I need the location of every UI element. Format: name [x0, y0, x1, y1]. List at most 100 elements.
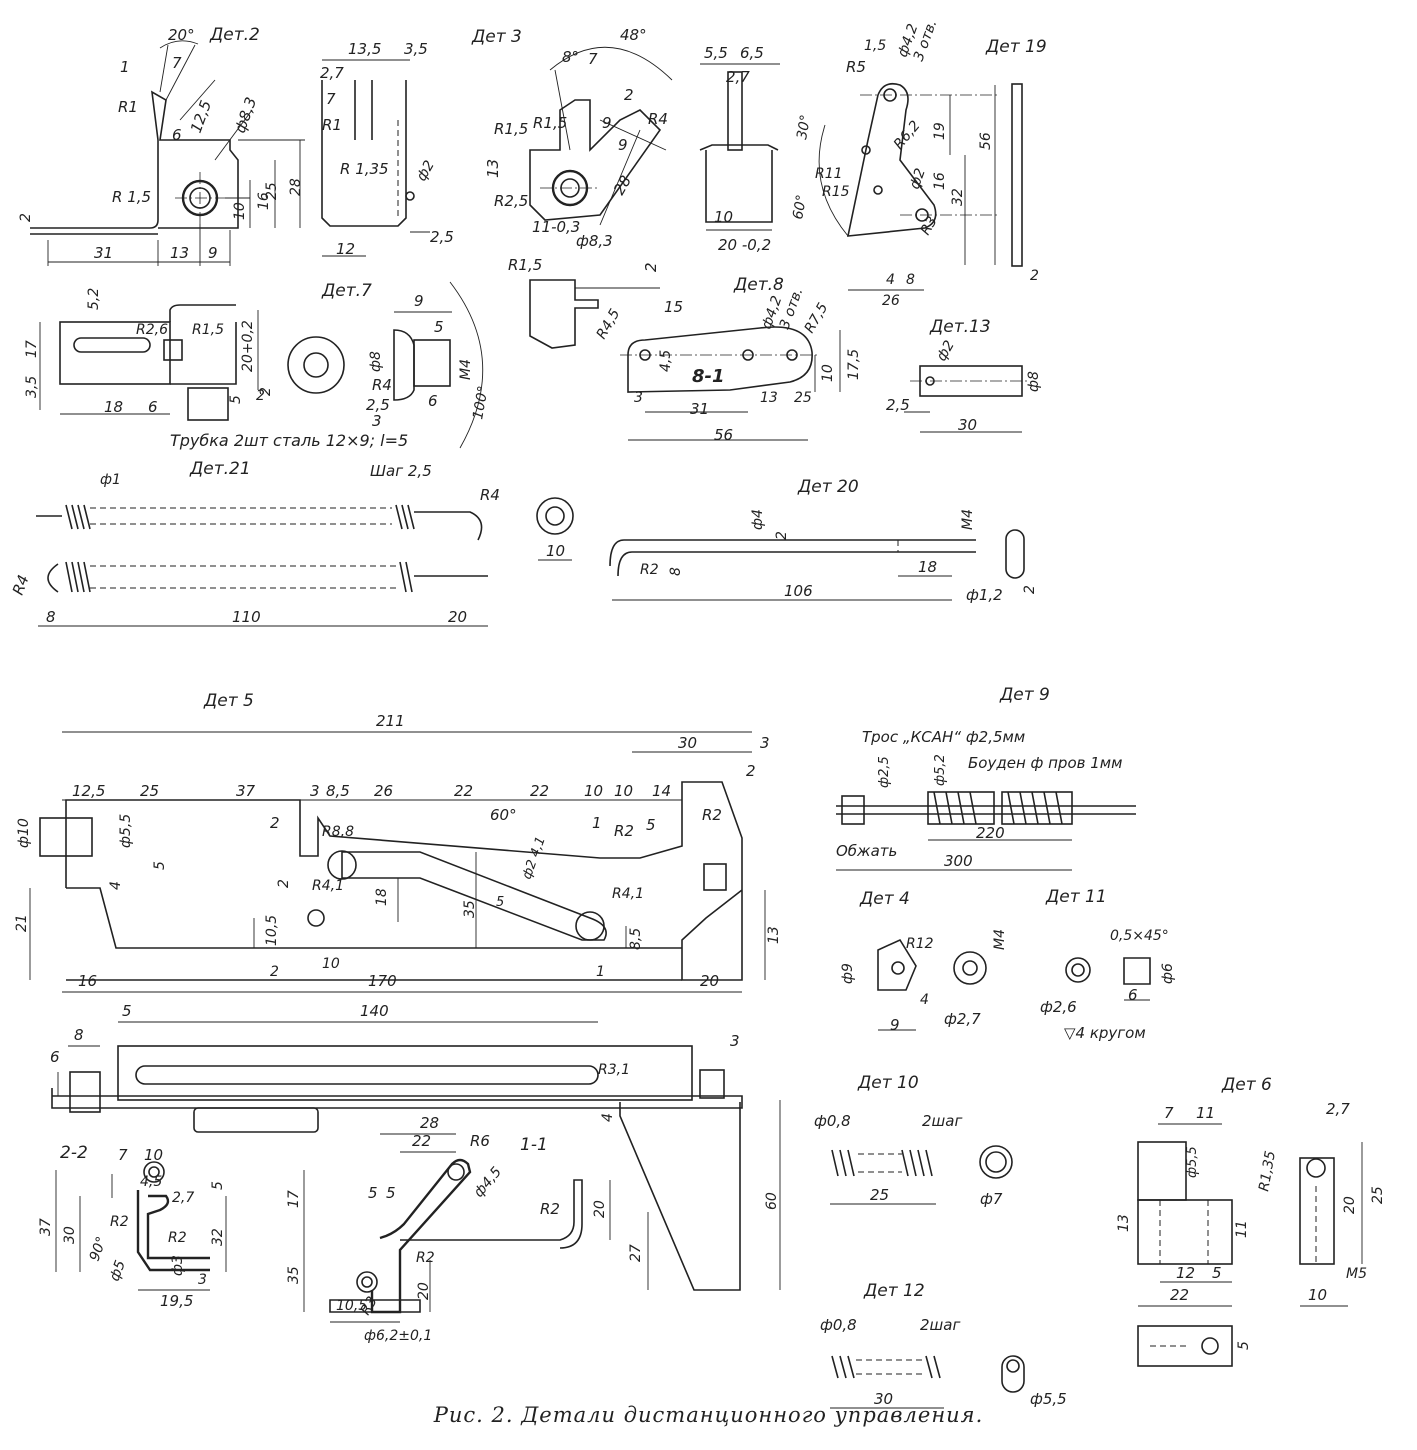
dim-label: 5	[368, 1184, 378, 1202]
part-5-title: Дет 5	[203, 691, 254, 711]
dim-label: 6	[50, 1048, 60, 1066]
dim-label: 35	[286, 1266, 302, 1284]
dim-label: 13	[766, 926, 782, 944]
part-8-drawing: Дет.8 15 ф4,2 3 отв. R7,5 R4,5 4,5 8-1 1…	[594, 275, 862, 444]
dim-label: R8,8	[322, 824, 354, 840]
dim-label: 18	[918, 558, 937, 576]
dim-label: ф4,5	[471, 1164, 505, 1201]
dim-label: R11	[815, 166, 843, 182]
dim-label: R3,1	[598, 1062, 630, 1078]
dim-label: 13	[170, 244, 189, 262]
dim-label: ф2,7	[944, 1010, 981, 1028]
dim-label: 17,5	[846, 349, 862, 380]
dim-label: R5	[846, 58, 866, 76]
dim-label: 30°	[794, 113, 814, 140]
section-2-2-title: 2-2	[60, 1143, 88, 1163]
dim-label: 2	[746, 762, 756, 780]
dim-label: 10,5	[336, 1298, 367, 1314]
dim-label: 5,2	[86, 288, 102, 310]
dim-label: 140	[360, 1002, 389, 1020]
dim-label: ф2	[907, 166, 929, 191]
dim-label: 60	[764, 1192, 780, 1210]
dim-label: 9	[618, 136, 628, 154]
dim-label: 32	[950, 188, 966, 206]
dim-label: 20	[700, 972, 719, 990]
dim-label: 7	[326, 90, 336, 108]
dim-label: 20 -0,2	[718, 236, 771, 254]
dim-label: ф2 4,1	[520, 835, 549, 882]
dim-label: R6,2	[891, 118, 924, 153]
part-11-title: Дет 11	[1045, 887, 1107, 907]
part-9-drawing: Дет 9 Трос „КСАН“ ф2,5мм ф2,5 ф5,2 Боуде…	[836, 685, 1136, 871]
dim-label: Боуден ф пров 1мм	[968, 754, 1122, 772]
dim-label: 30	[678, 734, 697, 752]
dim-label: R2	[702, 806, 722, 824]
dim-label: 20°	[168, 26, 195, 44]
dim-label: 20	[592, 1200, 608, 1218]
dim-label: 4,5	[658, 350, 674, 372]
dim-label: R2	[614, 822, 634, 840]
dim-label: 26	[374, 782, 393, 800]
dim-label: 10	[1308, 1286, 1327, 1304]
dim-label: 1,5	[864, 38, 886, 54]
dim-label: 2	[1030, 268, 1039, 284]
dim-label: 1	[596, 964, 605, 980]
dim-label: 18	[374, 888, 390, 906]
section-1-1-title: 1-1	[520, 1135, 548, 1155]
dim-label: Трос „КСАН“ ф2,5мм	[862, 728, 1025, 746]
dim-label: 25	[140, 782, 159, 800]
part-7-drawing: Дет.7 9 5 ф8 М4 R4 100° 2,5 6 3	[287, 281, 492, 449]
dim-label: 2,5	[430, 228, 454, 246]
dim-label: 6,5	[740, 44, 764, 62]
dim-label: 12,5	[72, 782, 105, 800]
part-4-drawing: Дет 4 R12 ф9 4 9 М4 ф2,7	[840, 889, 1008, 1034]
dim-label: 1	[120, 58, 130, 76]
dim-label: 9	[414, 292, 424, 310]
dim-label: 10	[322, 956, 340, 972]
dim-label: 2,5	[886, 396, 910, 414]
part-21-title: Дет.21	[189, 459, 251, 479]
dim-label: 2	[256, 388, 265, 404]
dim-label: 2	[270, 814, 280, 832]
dim-label: 2шаг	[922, 1112, 962, 1130]
dim-label: 7	[1164, 1104, 1174, 1122]
section-1-1-drawing: 1-1 28 22 R6 ф4,5 5 5 R2 17 35 R2 20 R3 …	[286, 1100, 781, 1344]
part-2-drawing: Дет.2 20° 7 1 R1 6 12,5 ф8,3 R 1,5 2 31 …	[18, 25, 305, 266]
dim-label: 9	[208, 244, 218, 262]
dim-label: 19	[932, 122, 948, 140]
dim-label: R 1,5	[112, 188, 151, 206]
dim-label: 8	[668, 567, 684, 576]
dim-label: ф1	[100, 472, 121, 488]
dim-label: 28	[610, 172, 635, 198]
dim-label: R2	[540, 1200, 560, 1218]
dim-label: R2	[640, 562, 659, 578]
dim-label: 20	[1342, 1196, 1358, 1214]
dim-label: 37	[38, 1218, 54, 1236]
dim-label: ф3	[170, 1255, 186, 1276]
part-20-drawing: Дет 20 ф4 М4 2 R2 8 18 106 ф1,2 2	[609, 477, 1038, 604]
dim-label: ф0,8	[814, 1112, 851, 1130]
dim-label: ф8	[1026, 371, 1042, 392]
dim-label: R6	[470, 1132, 490, 1150]
dim-label: 8,5	[326, 782, 350, 800]
part-21-end-view: 10	[536, 497, 574, 561]
part-8-title: Дет.8	[733, 275, 784, 295]
dim-label: 3	[372, 412, 382, 430]
dim-label: 6	[148, 398, 158, 416]
dim-label: R12	[906, 936, 934, 952]
dim-label: 100°	[470, 385, 492, 421]
dim-label: ф5,2	[933, 754, 948, 786]
part-19-title: Дет 19	[985, 37, 1047, 57]
dim-label: 20+0,2	[240, 320, 256, 372]
part-4-title: Дет 4	[859, 889, 910, 909]
dim-label: 5	[1212, 1264, 1222, 1282]
dim-label: 28	[288, 178, 304, 196]
slot-plate-drawing: 5,2 R2,6 R1,5 17 20+0,2 3,5 2 18 6 5 2 Т…	[24, 288, 408, 450]
dim-label: 10	[714, 208, 733, 226]
dim-label: 16	[932, 172, 948, 190]
dim-label: R7,5	[802, 300, 832, 336]
dim-label: R4,1	[612, 886, 644, 902]
dim-label: 10	[232, 202, 248, 220]
dim-label: М5	[1346, 1266, 1367, 1282]
dim-label: 56	[978, 132, 994, 150]
